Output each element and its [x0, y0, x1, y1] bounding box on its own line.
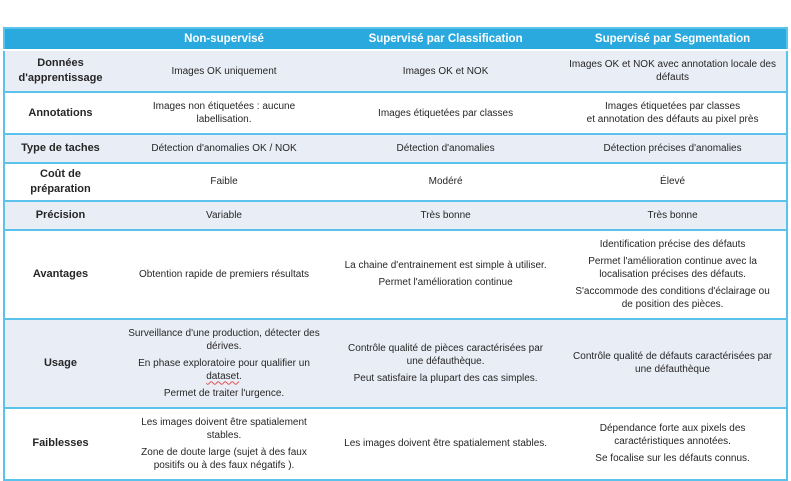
cell-annotations-nonsup: Images non étiquetées : aucune labellisa… [116, 92, 332, 134]
cell-taches-segment: Détection précises d'anomalies [559, 134, 787, 163]
row-label-faiblesses: Faiblesses [32, 437, 89, 450]
cell-avantages-segment: Identification précise des défauts Perme… [559, 230, 787, 319]
table-row-faiblesses: Faiblesses Les images doivent être spati… [4, 408, 787, 480]
cell-precision-classif: Très bonne [332, 201, 559, 230]
cell-taches-nonsup: Détection d'anomalies OK / NOK [116, 134, 332, 163]
cell-line: Variable [206, 209, 242, 221]
cell-line: Images OK et NOK [402, 65, 489, 77]
cell-precision-segment: Très bonne [559, 201, 787, 230]
row-label-taches: Type de taches [21, 142, 100, 155]
cell-line: Peut satisfaire la plupart des cas simpl… [353, 372, 538, 384]
table-row-cout: Coût de préparation Faible Modéré Élevé [4, 163, 787, 201]
table-row-usage: Usage Surveillance d'une production, dét… [4, 318, 787, 408]
cell-faiblesses-nonsup: Les images doivent être spatialement sta… [116, 408, 332, 480]
cell-line: Permet l'amélioration continue [378, 277, 513, 289]
table-row-precision: Précision Variable Très bonne Très bonne [4, 200, 787, 230]
cell-taches-classif: Détection d'anomalies [332, 134, 559, 163]
cell-line: La chaine d'entrainement est simple à ut… [344, 260, 547, 272]
table-row-avantages: Avantages Obtention rapide de premiers r… [4, 230, 787, 319]
cell-usage-classif: Contrôle qualité de pièces caractérisées… [332, 319, 559, 408]
dataset-prefix: En phase exploratoire pour qualifier un [138, 357, 310, 369]
supervision-comparison-table: Non-supervisé Supervisé par Classificati… [3, 27, 788, 481]
cell-annotations-segment: Images étiquetées par classes et annotat… [559, 92, 787, 134]
cell-line: Les images doivent être spatialement sta… [141, 416, 307, 441]
cell-line: Images étiquetées par classes [378, 107, 514, 119]
header-empty-cell [4, 28, 116, 51]
cell-line: Détection précises d'anomalies [603, 143, 742, 154]
cell-cout-segment: Élevé [559, 163, 787, 201]
cell-line: Images non étiquetées : aucune labellisa… [152, 101, 296, 125]
cell-line: Identification précise des défauts [599, 238, 746, 250]
cell-line: Contrôle qualité de pièces caractérisées… [348, 342, 544, 367]
table-row-annotations: Annotations Images non étiquetées : aucu… [4, 92, 787, 134]
cell-usage-segment: Contrôle qualité de défauts caractérisée… [559, 319, 787, 408]
cell-line-dataset: En phase exploratoire pour qualifier un … [126, 357, 322, 383]
cell-faiblesses-classif: Les images doivent être spatialement sta… [332, 408, 559, 480]
cell-line: Faible [210, 176, 238, 188]
cell-donnees-segment: Images OK et NOK avec annotation locale … [559, 50, 787, 92]
row-label-usage: Usage [43, 356, 77, 369]
header-supervise-classification: Supervisé par Classification [332, 28, 560, 51]
cell-line: Permet de traiter l'urgence. [163, 387, 285, 399]
cell-line: Images étiquetées par classes [605, 101, 741, 112]
cell-line: Images OK et NOK avec annotation locale … [569, 59, 776, 83]
cell-line: Se focalise sur les défauts connus. [595, 453, 750, 465]
cell-line: Très bonne [420, 209, 471, 221]
cell-faiblesses-segment: Dépendance forte aux pixels des caractér… [559, 408, 787, 480]
cell-precision-nonsup: Variable [116, 201, 332, 230]
cell-cout-classif: Modéré [332, 163, 559, 201]
cell-line: et annotation des défauts au pixel près [586, 114, 759, 125]
header-row: Non-supervisé Supervisé par Classificati… [4, 28, 787, 51]
cell-line: Détection d'anomalies [396, 143, 495, 154]
cell-annotations-classif: Images étiquetées par classes [332, 92, 559, 134]
table-row-donnees: Données d'apprentissage Images OK unique… [4, 50, 787, 92]
header-supervise-segmentation: Supervisé par Segmentation [559, 28, 787, 51]
dataset-suffix: . [239, 370, 242, 382]
cell-donnees-nonsup: Images OK uniquement [116, 50, 332, 92]
cell-line: Les images doivent être spatialement sta… [344, 438, 548, 450]
cell-line: Dépendance forte aux pixels des caractér… [599, 423, 746, 448]
cell-usage-nonsup: Surveillance d'une production, détecter … [116, 319, 332, 408]
row-label-donnees: Données d'apprentissage [18, 57, 103, 84]
cell-donnees-classif: Images OK et NOK [332, 50, 559, 92]
row-label-cout: Coût de préparation [30, 168, 91, 195]
comparison-table-page: Non-supervisé Supervisé par Classificati… [3, 27, 788, 481]
dataset-misspelled-word: dataset [206, 370, 240, 382]
cell-line: Zone de doute large (sujet à des faux po… [141, 446, 307, 471]
row-label-precision: Précision [35, 208, 86, 221]
cell-line: Contrôle qualité de défauts caractérisée… [573, 351, 773, 376]
cell-line: Détection d'anomalies OK / NOK [151, 143, 297, 154]
row-label-annotations: Annotations [28, 106, 93, 119]
row-label-avantages: Avantages [32, 267, 89, 280]
cell-avantages-nonsup: Obtention rapide de premiers résultats [116, 230, 332, 319]
table-row-taches: Type de taches Détection d'anomalies OK … [4, 134, 787, 163]
cell-line: Élevé [660, 176, 686, 188]
cell-line: Surveillance d'une production, détecter … [128, 327, 320, 352]
header-non-supervise: Non-supervisé [115, 28, 333, 51]
cell-line: S'accommode des conditions d'éclairage o… [575, 285, 770, 310]
cell-line: Permet l'amélioration continue avec la l… [588, 255, 757, 280]
cell-line: Obtention rapide de premiers résultats [138, 268, 310, 280]
cell-line: Très bonne [647, 209, 698, 221]
cell-avantages-classif: La chaine d'entrainement est simple à ut… [332, 230, 559, 319]
cell-line: Images OK uniquement [171, 65, 277, 77]
cell-line: Modéré [428, 176, 463, 188]
cell-cout-nonsup: Faible [116, 163, 332, 201]
